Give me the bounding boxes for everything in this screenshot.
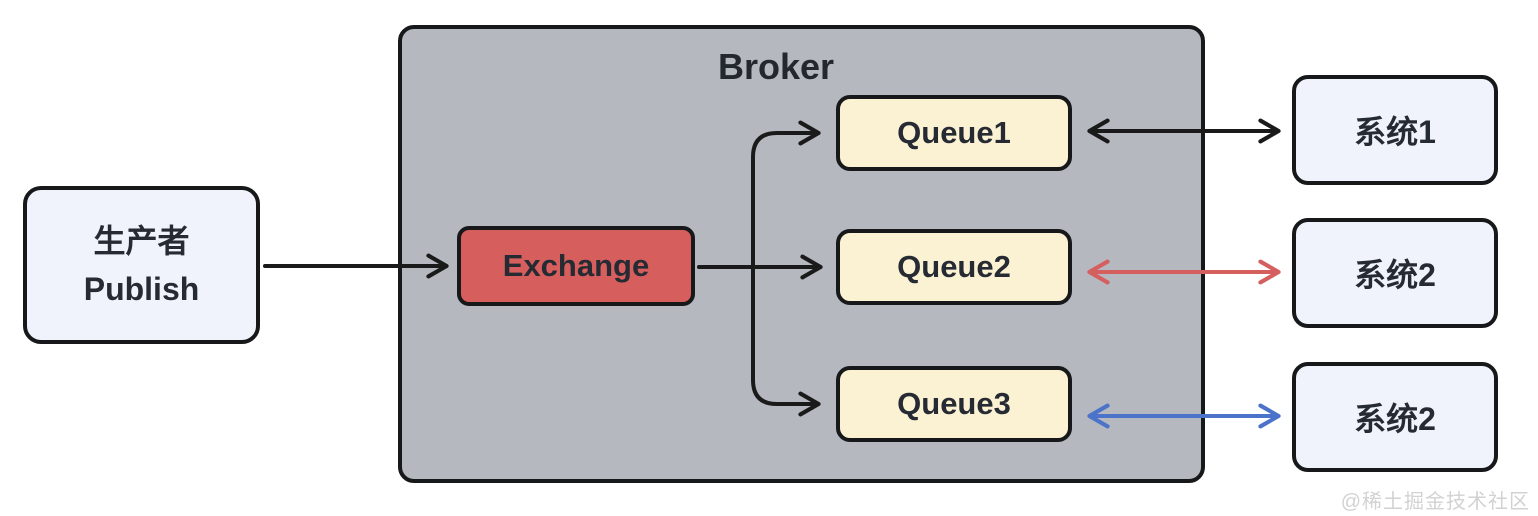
node-system1: 系统1 — [1292, 75, 1498, 185]
node-producer: 生产者 Publish — [23, 186, 260, 344]
node-system2: 系统2 — [1292, 218, 1498, 328]
broker-title: Broker — [717, 46, 835, 87]
system2-label: 系统2 — [1354, 257, 1436, 293]
node-system3: 系统2 — [1292, 362, 1498, 472]
queue2-label: Queue2 — [897, 249, 1011, 284]
node-queue1: Queue1 — [836, 95, 1072, 171]
exchange-label: Exchange — [502, 248, 650, 283]
watermark: @稀土掘金技术社区 — [1340, 491, 1530, 513]
system1-label: 系统1 — [1354, 114, 1436, 150]
system3-label: 系统2 — [1354, 401, 1436, 437]
producer-label-cn: 生产者 — [93, 223, 190, 259]
node-exchange: Exchange — [457, 226, 695, 306]
producer-label-en: Publish — [83, 271, 200, 307]
queue1-label: Queue1 — [897, 115, 1011, 150]
node-queue3: Queue3 — [836, 366, 1072, 442]
queue3-label: Queue3 — [897, 386, 1011, 421]
node-queue2: Queue2 — [836, 229, 1072, 305]
